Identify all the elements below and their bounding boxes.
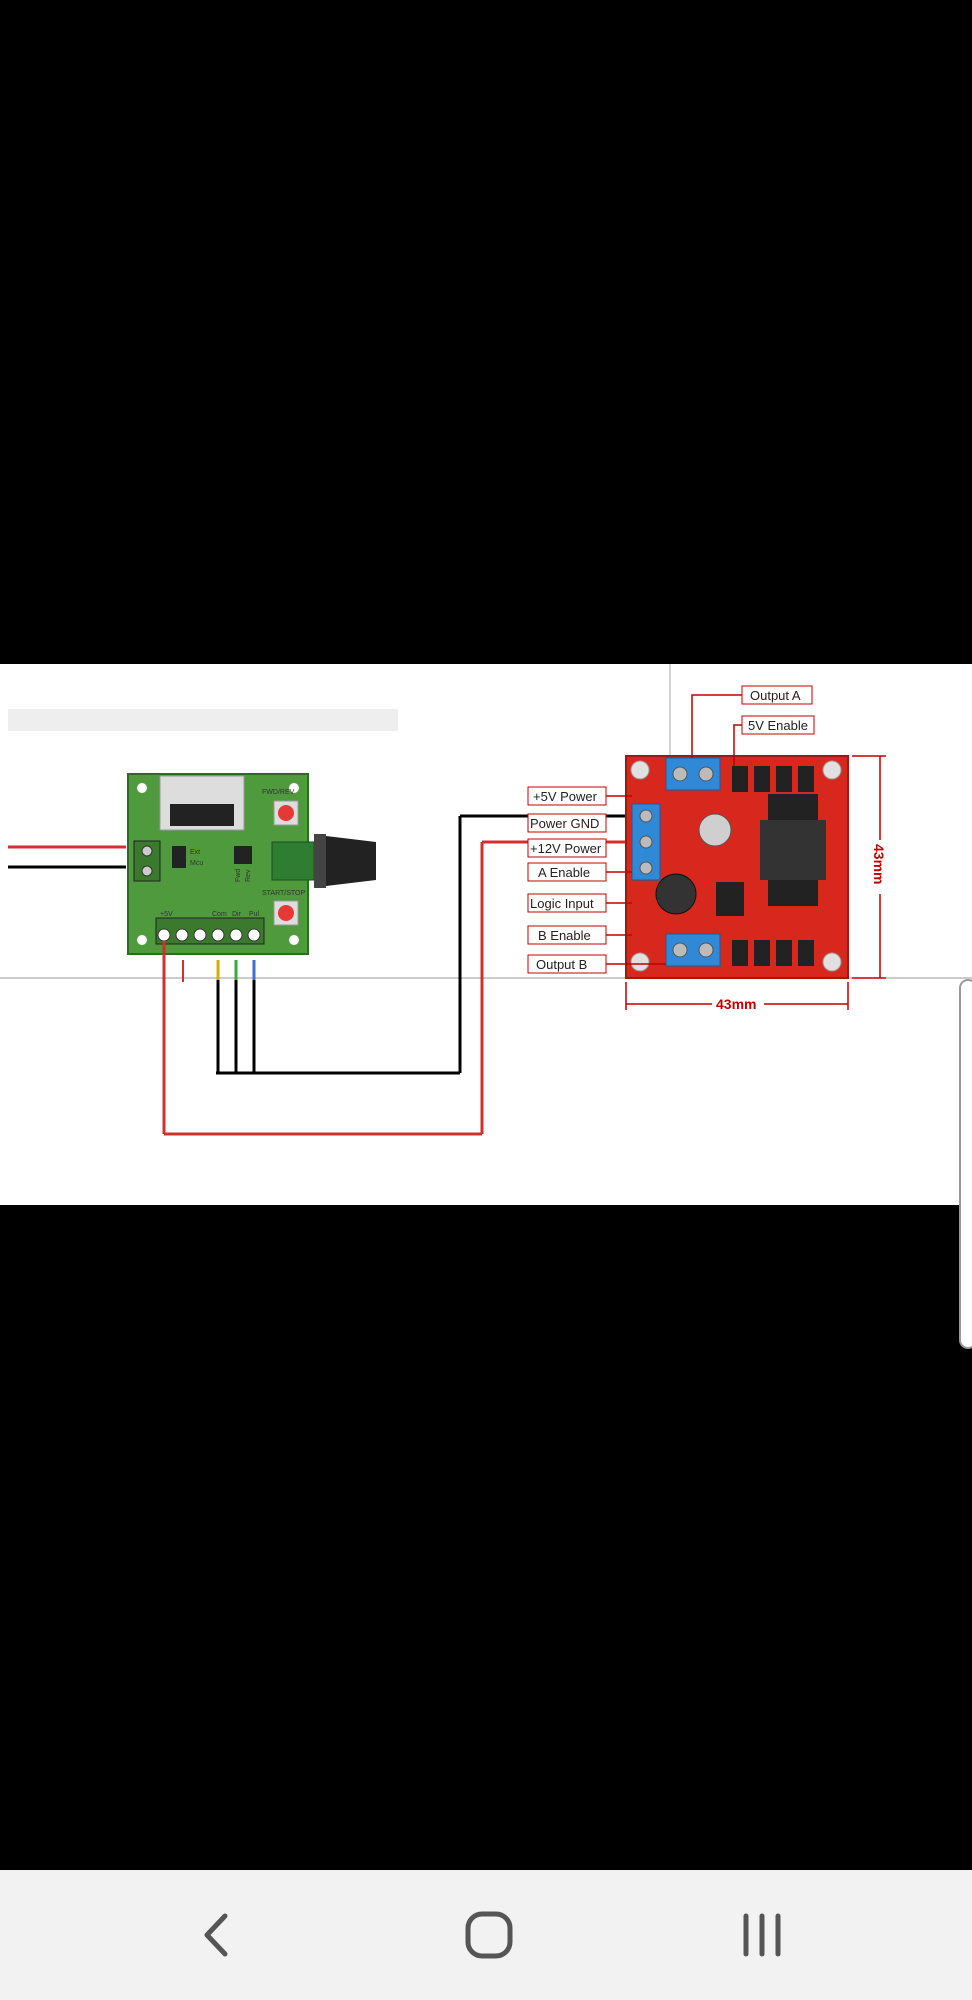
label-ext: Ext: [190, 849, 200, 856]
label-output-b: Output B: [536, 957, 587, 972]
label-pin-dir: Dir: [232, 911, 242, 918]
label-output-a: Output A: [750, 688, 801, 703]
label-pin-5v: +5V: [160, 911, 173, 918]
recents-icon: [743, 1913, 781, 1957]
back-button[interactable]: [157, 1890, 277, 1980]
label-width-43mm: 43mm: [716, 996, 756, 1012]
label-fwd-rev: FWD/REV: [262, 789, 295, 796]
label-mode-a: Fwd: [235, 869, 242, 882]
home-icon: [465, 1911, 513, 1959]
label-power-gnd: Power GND: [530, 816, 599, 831]
label-height-43mm: 43mm: [871, 844, 887, 884]
label-pin-pul: Pul: [249, 911, 260, 918]
potentiometer-knob: [271, 834, 376, 888]
wiring-diagram: FWD/REV Ext Mcu Fwd Rev START/STOP +5V C…: [0, 664, 972, 1136]
home-button[interactable]: [429, 1890, 549, 1980]
back-icon: [204, 1913, 228, 1957]
label-start-stop: START/STOP: [262, 890, 306, 897]
faint-strip: [8, 709, 398, 731]
label-mode-b: Rev: [245, 869, 252, 882]
recents-button[interactable]: [702, 1890, 822, 1980]
label-mcu: Mcu: [190, 860, 203, 867]
label-pin-com: Com: [212, 911, 227, 918]
l298n-labels: Output A 5V Enable +5V Power Power GND +…: [527, 685, 889, 1013]
wiring-diagram-image[interactable]: FWD/REV Ext Mcu Fwd Rev START/STOP +5V C…: [0, 664, 972, 1205]
edge-panel-handle[interactable]: [959, 979, 972, 1349]
label-a-enable: A Enable: [538, 865, 590, 880]
l298n-driver-board: [625, 755, 849, 979]
label-5v-power: +5V Power: [533, 789, 598, 804]
label-12v-power: +12V Power: [530, 841, 602, 856]
navigation-bar: [0, 1870, 972, 2000]
label-b-enable: B Enable: [538, 928, 591, 943]
label-5v-enable: 5V Enable: [748, 718, 808, 733]
image-viewer[interactable]: FWD/REV Ext Mcu Fwd Rev START/STOP +5V C…: [0, 0, 972, 1870]
label-logic-input: Logic Input: [530, 896, 594, 911]
